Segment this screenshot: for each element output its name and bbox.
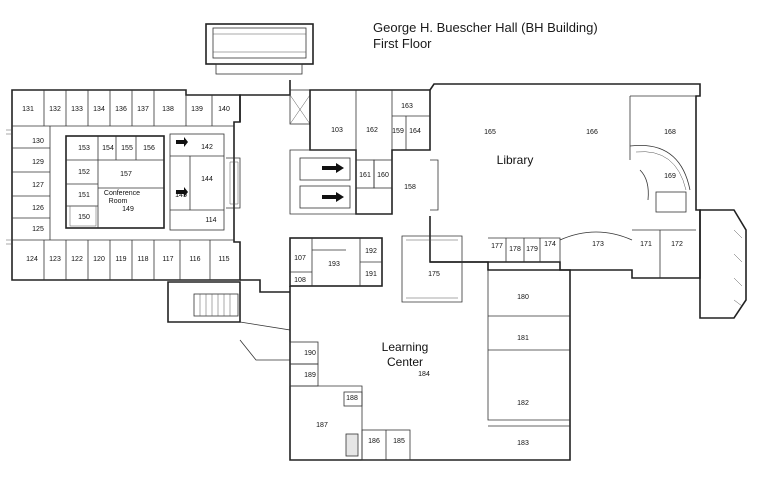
room-151: 151 [78,192,90,199]
room-127: 127 [32,182,44,189]
room-164: 164 [409,128,421,135]
room-132: 132 [49,106,61,113]
room-188: 188 [346,395,358,402]
room-119: 119 [115,256,126,263]
room-129: 129 [32,159,44,166]
room-179: 179 [526,246,538,253]
room-158: 158 [404,184,416,191]
room-193: 193 [328,261,340,268]
learning-center-area [289,235,571,461]
room-165: 165 [484,129,496,136]
room-107: 107 [294,255,306,262]
service-block [289,237,383,287]
room-181: 181 [517,335,529,342]
room-174: 174 [544,241,556,248]
room-118: 118 [137,256,148,263]
room-163: 163 [401,103,413,110]
room-140: 140 [218,106,230,113]
conference-room-label-line1: Conference [104,190,140,197]
room-182: 182 [517,400,529,407]
map-subtitle: First Floor [373,36,432,51]
room-172: 172 [671,241,683,248]
room-154: 154 [102,145,114,152]
room-labels: 131 132 133 134 136 137 138 139 140 130 … [22,103,683,447]
room-115: 115 [218,256,229,263]
room-185: 185 [393,438,405,445]
north-central-block [289,89,431,215]
room-189: 189 [304,372,316,379]
room-145: 145 [175,192,187,199]
room-108: 108 [294,277,306,284]
room-191: 191 [365,271,377,278]
elevator-arrow-icon [176,137,188,197]
library-area [429,83,701,279]
room-136: 136 [115,106,127,113]
room-103: 103 [331,127,343,134]
room-155: 155 [121,145,133,152]
room-149: 149 [122,206,134,213]
room-192: 192 [365,248,377,255]
room-166: 166 [586,129,598,136]
room-144: 144 [201,176,213,183]
room-161: 161 [359,172,371,179]
restroom-men-icon [322,163,344,173]
room-162: 162 [366,127,378,134]
room-126: 126 [32,205,44,212]
map-title: George H. Buescher Hall (BH Building) [373,20,598,35]
west-doors [6,129,12,245]
west-wing [11,89,241,281]
room-190: 190 [304,350,316,357]
room-153: 153 [78,145,90,152]
central-corridor [239,80,311,293]
restroom-women-icon [322,192,344,202]
room-168: 168 [664,129,676,136]
room-171: 171 [640,241,652,248]
conference-room-label-line2: Room [109,198,128,205]
room-137: 137 [137,106,149,113]
room-169: 169 [664,173,676,180]
room-124: 124 [26,256,38,263]
room-122: 122 [71,256,83,263]
learning-center-label-line2: Center [387,355,423,369]
room-157: 157 [120,171,132,178]
room-138: 138 [162,106,174,113]
room-183: 183 [517,440,529,447]
room-131: 131 [22,106,34,113]
room-130: 130 [32,138,44,145]
room-173: 173 [592,241,604,248]
room-175: 175 [428,271,440,278]
room-139: 139 [191,106,203,113]
room-184: 184 [418,371,430,378]
room-180: 180 [517,294,529,301]
library-label: Library [497,153,534,167]
southwest-stairs [167,281,291,361]
learning-center-label-line1: Learning [382,340,429,354]
room-120: 120 [93,256,105,263]
room-117: 117 [162,256,173,263]
room-123: 123 [49,256,61,263]
north-entrance [205,23,314,75]
room-116: 116 [189,256,200,263]
room-186: 186 [368,438,380,445]
room-160: 160 [377,172,389,179]
room-159: 159 [392,128,404,135]
room-150: 150 [78,214,90,221]
room-156: 156 [143,145,155,152]
room-178: 178 [509,246,521,253]
room-187: 187 [316,422,328,429]
room-152: 152 [78,169,90,176]
room-125: 125 [32,226,44,233]
room-114: 114 [205,217,216,224]
room-177: 177 [491,243,503,250]
room-134: 134 [93,106,105,113]
room-133: 133 [71,106,83,113]
room-142: 142 [201,144,213,151]
east-entrance [699,209,747,319]
